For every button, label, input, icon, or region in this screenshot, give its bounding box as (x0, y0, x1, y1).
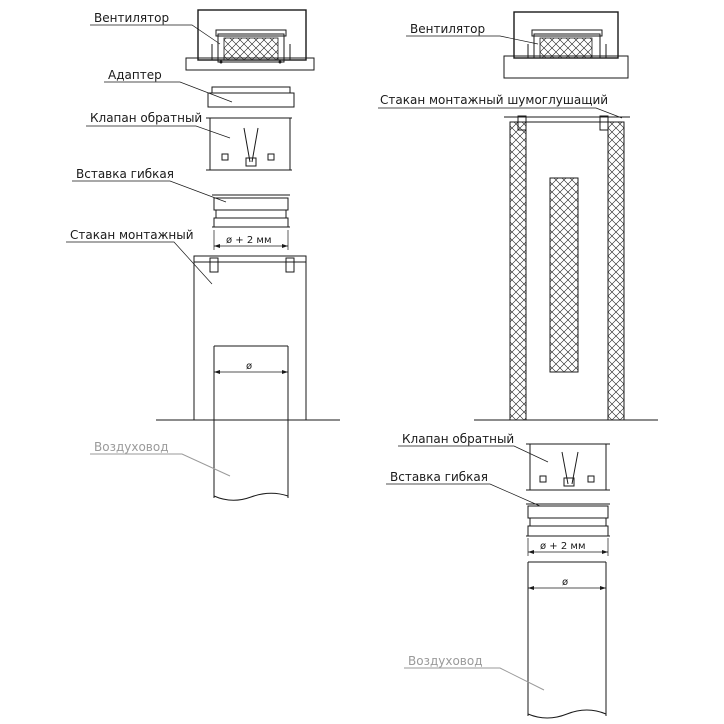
left-fan (185, 9, 315, 71)
right-flex-label: Вставка гибкая (390, 470, 488, 484)
left-duct-dimension (214, 370, 288, 374)
left-adapter (207, 86, 295, 108)
left-fan-label: Вентилятор (94, 11, 169, 25)
left-check-valve (206, 117, 292, 171)
left-adapter-label: Адаптер (108, 68, 162, 82)
right-fan-label: Вентилятор (410, 22, 485, 36)
right-duct-dimension-text: ø (562, 577, 568, 588)
right-duct-label: Воздуховод (408, 654, 483, 668)
right-flex-dimension (527, 538, 609, 556)
right-mounting-sleeve (474, 115, 658, 421)
right-flex-dimension-text: ø + 2 мм (540, 541, 585, 552)
left-flex-insert (212, 194, 290, 228)
left-duct-label: Воздуховод (94, 440, 169, 454)
right-duct-dimension (528, 586, 606, 590)
left-flex-dimension-text: ø + 2 мм (226, 235, 271, 246)
left-valve-label: Клапан обратный (90, 111, 202, 125)
left-duct (213, 345, 289, 501)
left-flex-dimension (213, 230, 289, 250)
right-mount-label: Стакан монтажный шумоглушащий (380, 93, 608, 107)
right-valve-label: Клапан обратный (402, 432, 514, 446)
left-mounting-sleeve (156, 255, 340, 421)
left-duct-dimension-text: ø (246, 361, 252, 372)
left-mount-label: Стакан монтажный (70, 228, 194, 242)
left-flex-label: Вставка гибкая (76, 167, 174, 181)
right-flex-insert (526, 503, 610, 537)
right-fan (503, 11, 629, 79)
right-check-valve (526, 443, 610, 491)
